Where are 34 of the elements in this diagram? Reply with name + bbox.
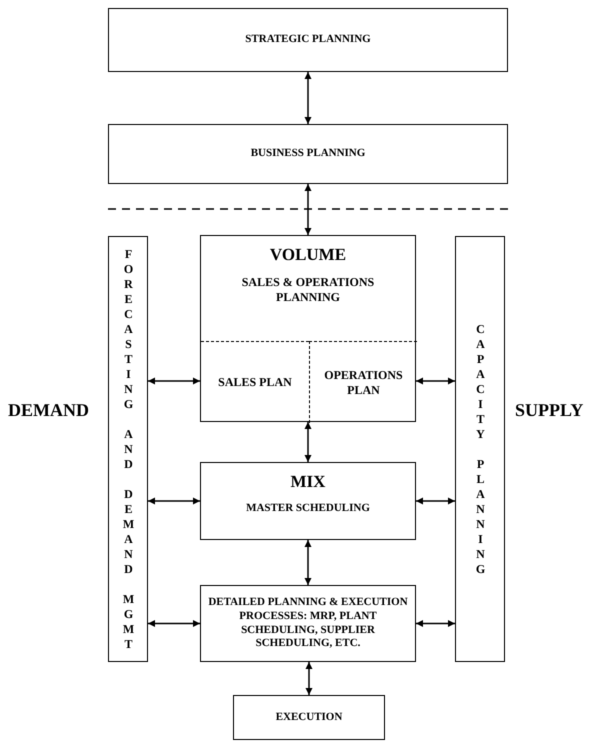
box-text: STRATEGIC PLANNING xyxy=(245,33,371,47)
process-box xyxy=(200,235,416,422)
process-box xyxy=(200,585,416,662)
plan-section xyxy=(309,341,417,423)
box-text: CAPACITY PLANNING xyxy=(472,322,488,576)
double-arrow xyxy=(416,378,455,384)
box-text: MASTER SCHEDULING xyxy=(246,502,370,516)
box-heading: VOLUME xyxy=(270,244,346,266)
side-label: SUPPLY xyxy=(515,400,584,421)
double-arrow xyxy=(304,422,312,462)
double-arrow xyxy=(416,498,455,504)
process-column xyxy=(108,236,148,662)
double-arrow xyxy=(306,662,312,695)
box-text: SALES PLAN xyxy=(218,375,292,390)
process-box xyxy=(200,462,416,540)
double-arrow xyxy=(304,184,312,235)
double-arrow xyxy=(304,72,312,124)
box-text: FORECASTING AND DEMAND MGMT xyxy=(120,246,136,652)
double-arrow xyxy=(148,378,200,384)
box-text: EXECUTION xyxy=(276,710,342,724)
box-text: SALES & OPERATIONS PLANNING xyxy=(240,275,376,306)
process-box xyxy=(108,124,508,184)
box-text: OPERATIONS PLAN xyxy=(323,368,404,398)
side-label: DEMAND xyxy=(8,400,89,421)
process-box xyxy=(108,8,508,72)
double-arrow xyxy=(148,620,200,627)
box-text: DETAILED PLANNING & EXECUTION PROCESSES: MRP, PLANT SCHEDULING, SUPPLIER SCHEDULING, ETC. xyxy=(208,596,408,651)
double-arrow xyxy=(148,498,200,504)
double-arrow xyxy=(304,540,312,585)
process-box xyxy=(233,695,385,740)
process-column xyxy=(455,236,505,662)
double-arrow xyxy=(416,620,455,627)
box-heading: MIX xyxy=(290,471,326,492)
box-text: BUSINESS PLANNING xyxy=(250,147,366,161)
